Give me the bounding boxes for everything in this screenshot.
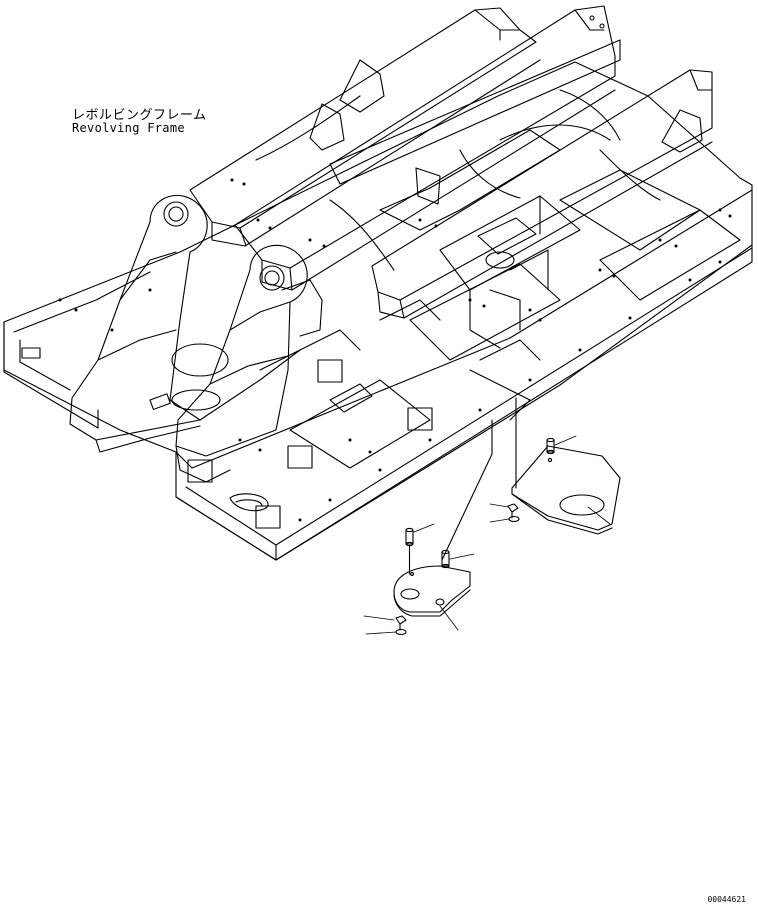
- leader-bolt-right: [489, 503, 509, 508]
- extension-line-left: [441, 419, 493, 561]
- pin-left-1: [405, 527, 414, 575]
- bolt-right: [507, 503, 519, 519]
- leader-pin-right: [554, 435, 577, 446]
- leader-pin-left-2: [449, 553, 475, 560]
- pin-left-2: [441, 549, 450, 569]
- drawing-number: 00044621: [707, 895, 746, 904]
- revolving-frame: [3, 5, 753, 561]
- bolt-left: [395, 615, 407, 631]
- leader-pin-left-1: [413, 523, 435, 533]
- leader-cover-plate-right: [587, 506, 611, 525]
- leader-bolt-left: [363, 615, 395, 621]
- pin-right: [546, 437, 555, 455]
- leader-washer-right: [489, 518, 510, 523]
- cover-plate-right: [511, 445, 621, 535]
- leader-washer-left: [365, 631, 397, 635]
- diagram-title-english: Revolving Frame: [72, 121, 185, 135]
- leader-cover-plate-left: [439, 605, 459, 631]
- washer-left: [395, 628, 407, 636]
- cover-plate-left: [393, 565, 471, 617]
- diagram-title-japanese: レボルビングフレーム: [72, 108, 207, 123]
- washer-right: [508, 515, 520, 523]
